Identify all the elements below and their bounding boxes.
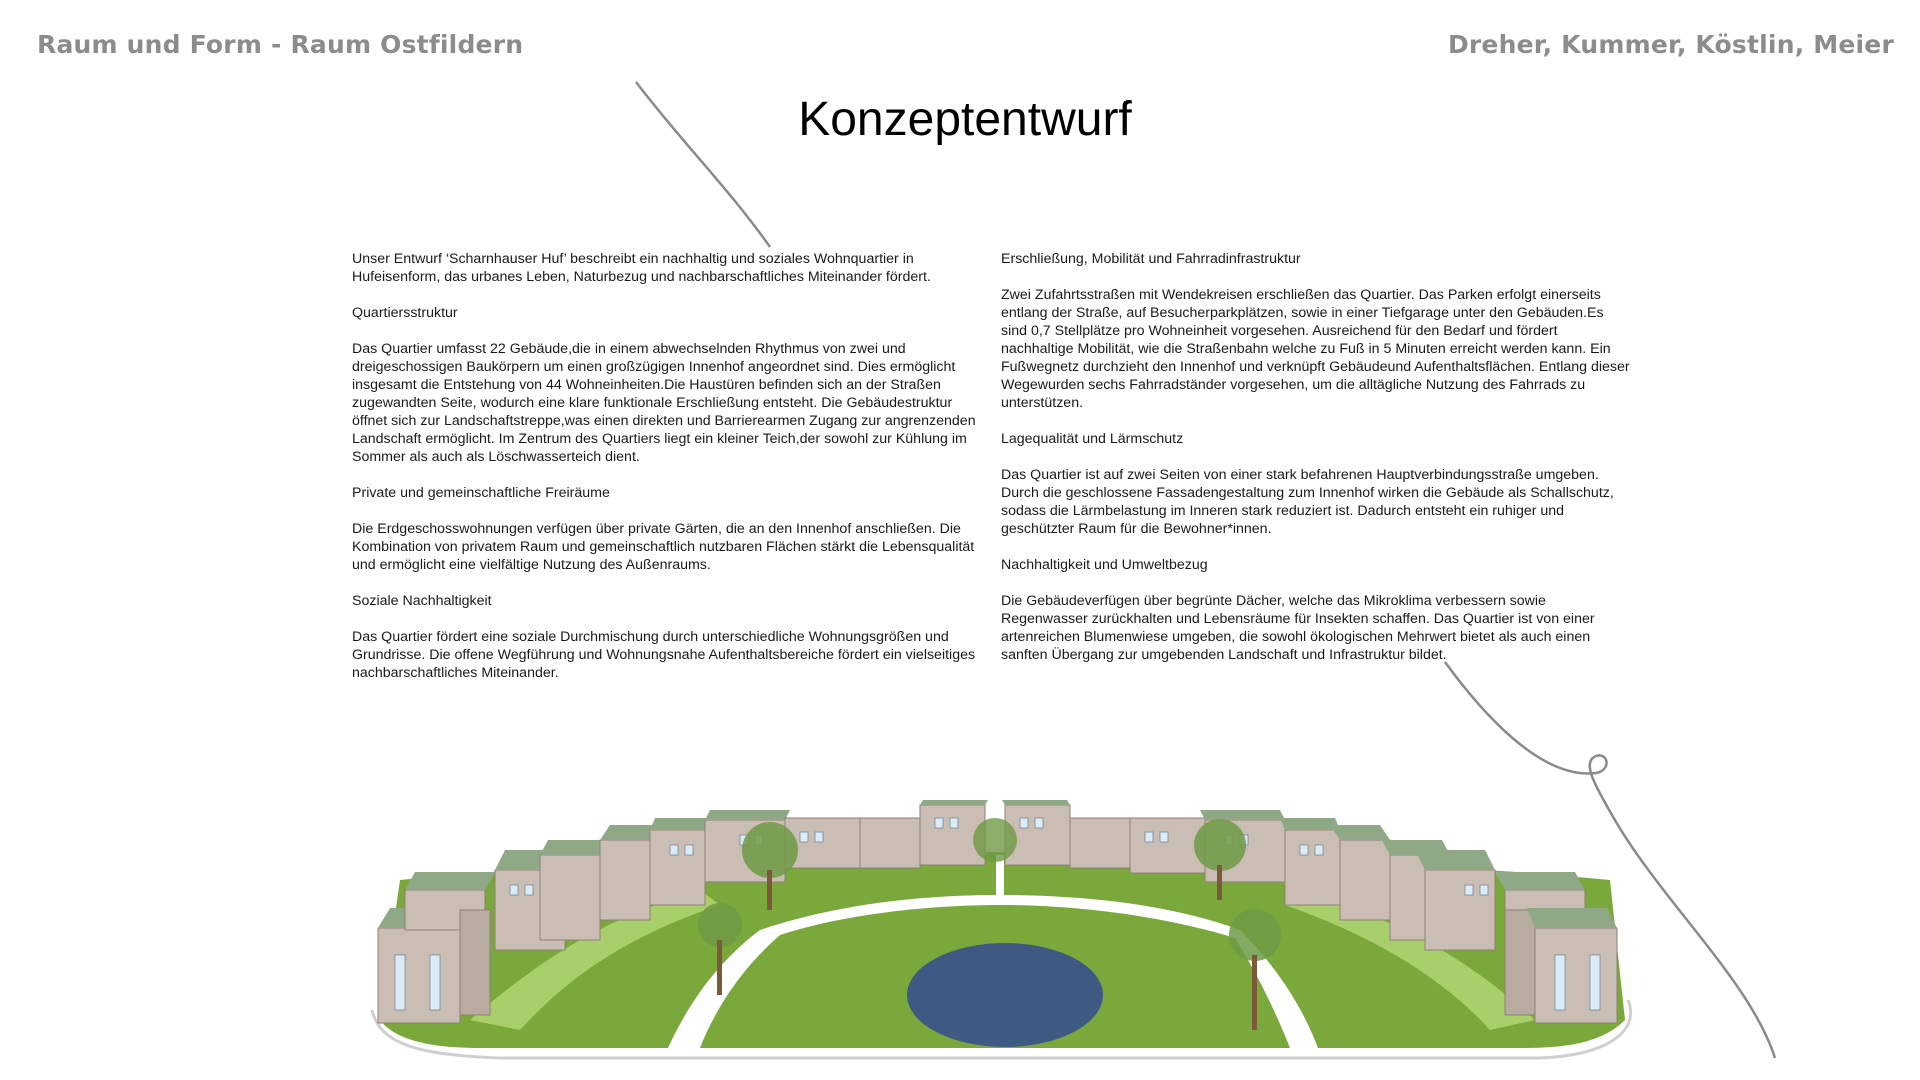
text-column-left: Unser Entwurf ‘Scharnhauser Huf’ beschre… [352, 250, 982, 700]
private-gardens-right [1285, 890, 1535, 1030]
path-connector [996, 855, 1004, 895]
intro-paragraph: Unser Entwurf ‘Scharnhauser Huf’ beschre… [352, 251, 931, 285]
section-text-erschliessung: Zwei Zufahrtsstraßen mit Wendekreisen er… [1001, 287, 1630, 411]
section-heading-soziale-nachhaltigkeit: Soziale Nachhaltigkeit [352, 593, 492, 609]
path-left [668, 930, 780, 1048]
pond [907, 943, 1103, 1047]
section-heading-quartiersstruktur: Quartiersstruktur [352, 305, 458, 321]
text-column-right: Erschließung, Mobilität und Fahrradinfra… [1001, 250, 1631, 682]
section-heading-freiraeume: Private und gemeinschaftliche Freiräume [352, 485, 610, 501]
path-center [760, 895, 1240, 938]
section-heading-erschliessung: Erschließung, Mobilität und Fahrradinfra… [1001, 251, 1301, 267]
decorative-line-right [1443, 661, 1777, 1059]
buildings-right-wing [1002, 800, 1618, 1024]
section-text-freiraeume: Die Erdgeschosswohnungen verfügen über p… [352, 521, 975, 573]
private-gardens-left [470, 890, 720, 1030]
site-base-outline [370, 999, 1633, 1060]
section-heading-umweltbezug: Nachhaltigkeit und Umweltbezug [1001, 557, 1208, 573]
decorative-line-top [635, 81, 772, 248]
section-text-quartiersstruktur: Das Quartier umfasst 22 Gebäude,die in e… [352, 341, 976, 465]
course-title: Raum und Form - Raum Ostfildern [37, 30, 524, 59]
section-heading-laermschutz: Lagequalität und Lärmschutz [1001, 431, 1184, 447]
authors: Dreher, Kummer, Köstlin, Meier [1447, 30, 1894, 59]
section-text-umweltbezug: Die Gebäudeverfügen über begrünte Dächer… [1001, 593, 1595, 663]
page-title: Konzeptentwurf [798, 93, 1132, 146]
section-text-laermschutz: Das Quartier ist auf zwei Seiten von ein… [1001, 467, 1614, 537]
section-text-soziale-nachhaltigkeit: Das Quartier fördert eine soziale Durchm… [352, 629, 976, 681]
trees [698, 818, 1281, 1030]
